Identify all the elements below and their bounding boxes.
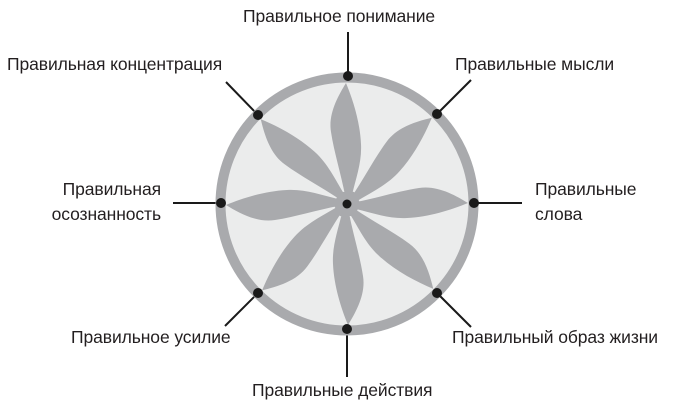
label-right-mindfulness-line1: Правильная	[62, 179, 161, 199]
label-right-livelihood: Правильный образ жизни	[452, 327, 658, 347]
hub-dot	[342, 199, 352, 209]
label-right-understanding: Правильное понимание	[243, 6, 436, 26]
connector-lines	[173, 32, 522, 377]
label-right-mindfulness-line2: осознанность	[51, 204, 161, 224]
spoke-dots	[216, 71, 479, 334]
label-right-speech-line1: Правильные	[535, 179, 637, 199]
label-right-speech: Правильные слова	[535, 177, 637, 227]
label-right-thoughts: Правильные мысли	[455, 54, 615, 74]
label-right-mindfulness: Правильная осознанность	[52, 177, 161, 227]
label-right-speech-line2: слова	[535, 204, 583, 224]
label-right-concentration: Правильная концентрация	[7, 54, 223, 74]
label-right-action: Правильные действия	[252, 380, 433, 400]
petals	[226, 83, 468, 325]
label-right-effort: Правильное усилие	[71, 327, 231, 347]
